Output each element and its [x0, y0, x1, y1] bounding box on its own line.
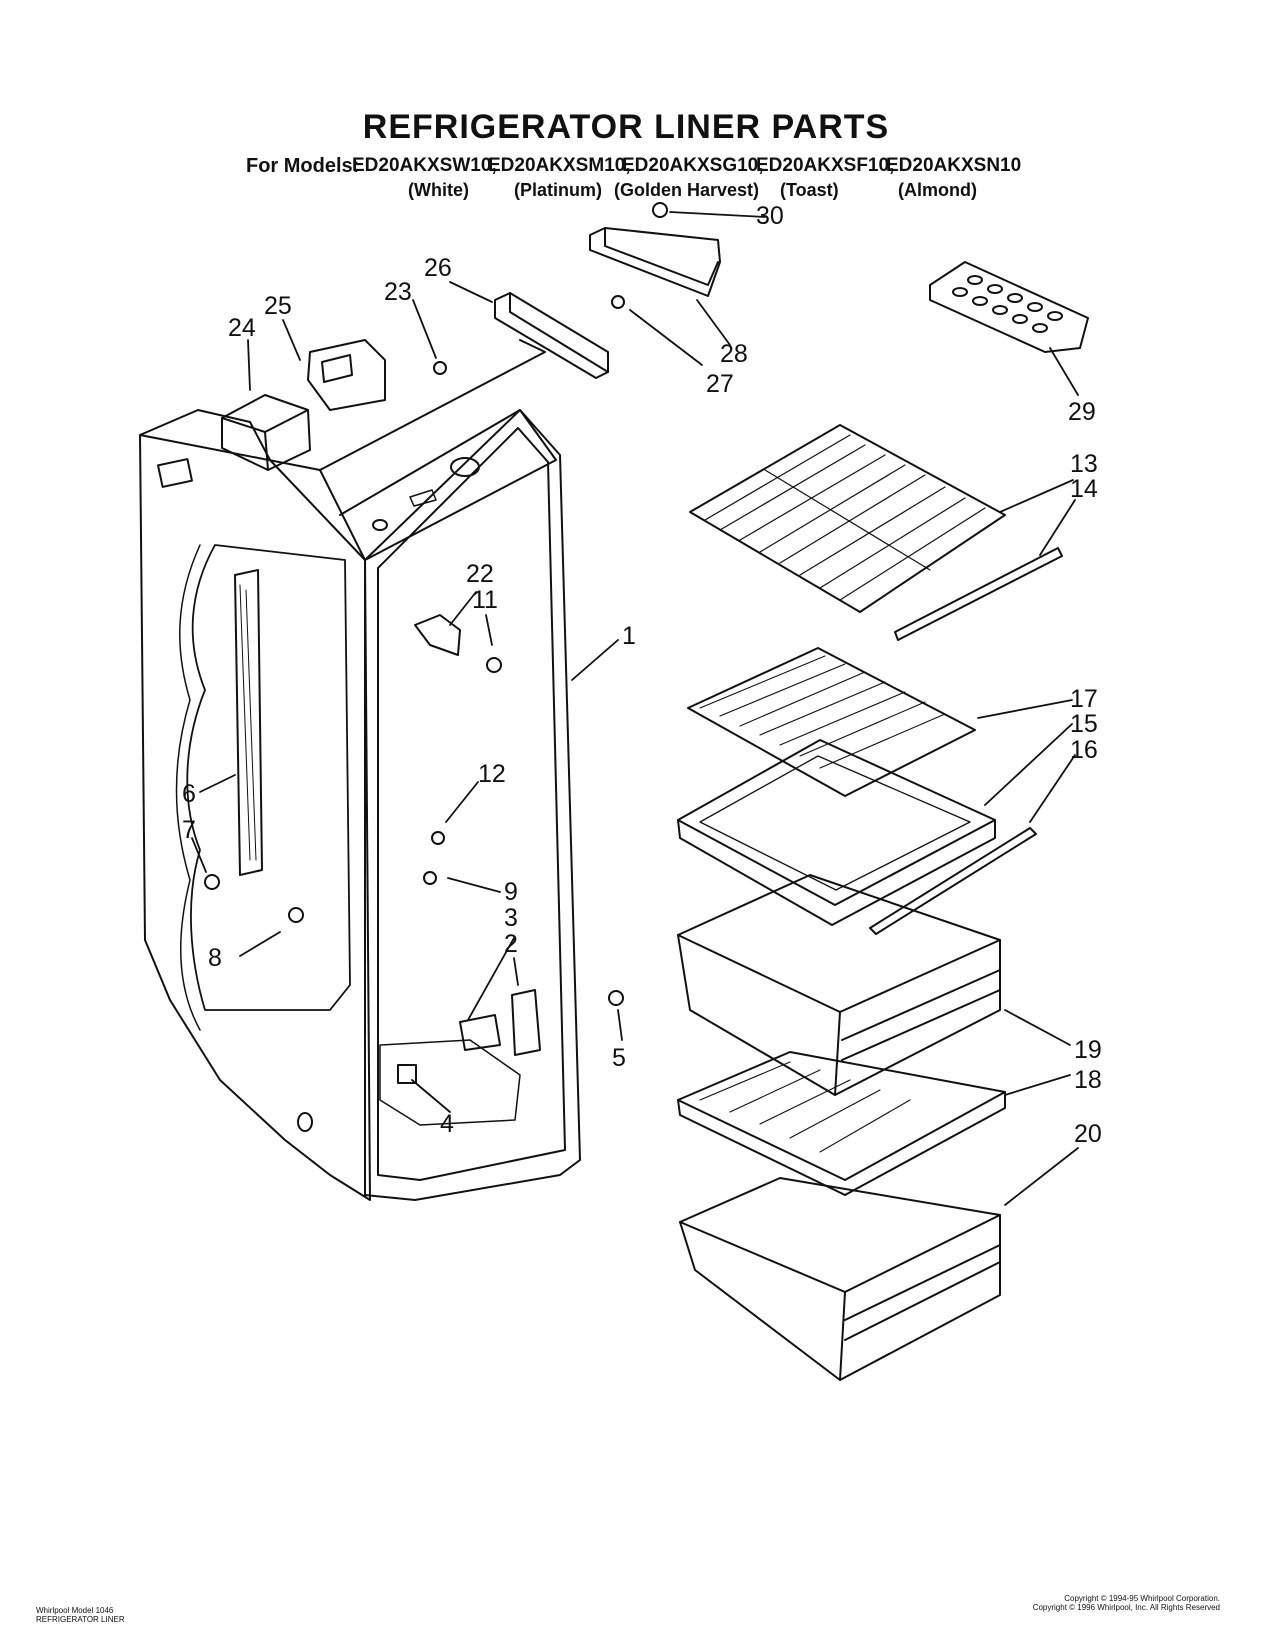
models-label: For Models:: [246, 155, 360, 177]
bracket-3: [459, 1014, 501, 1051]
callout-9: 9: [504, 878, 518, 906]
model-color: (Almond): [898, 180, 977, 200]
shelf-trim: [894, 547, 1063, 641]
callout-1: 1: [622, 622, 636, 650]
callout-12: 12: [478, 760, 506, 788]
callout-30: 30: [756, 202, 784, 230]
model-color: (Toast): [780, 180, 839, 200]
model-number: ED20AKXSN10: [886, 155, 1022, 176]
footer-copyright: Copyright © 1994-95 Whirlpool Corporatio…: [1032, 1594, 1220, 1612]
model-number: ED20AKXSG10,: [622, 155, 764, 176]
wire-shelf: [689, 424, 1063, 641]
callout-16: 16: [1070, 736, 1098, 764]
ice-tray: [929, 261, 1089, 353]
crisper-trim: [869, 827, 1037, 935]
light-shield: [494, 292, 609, 379]
callout-24: 24: [228, 314, 256, 342]
callout-25: 25: [264, 292, 292, 320]
crisper-drawer-19: [677, 874, 1001, 1096]
callout-5: 5: [612, 1044, 626, 1072]
callout-18: 18: [1074, 1066, 1102, 1094]
callout-26: 26: [424, 254, 452, 282]
crisper-cover-frame: [677, 739, 1037, 935]
callout-28: 28: [720, 340, 748, 368]
control-housing: [221, 339, 386, 471]
footer-left: Whirlpool Model 1046 REFRIGERATOR LINER: [36, 1606, 125, 1624]
leader-lines: [191, 211, 1079, 1206]
callout-2: 2: [504, 930, 518, 958]
callout-14: 14: [1070, 475, 1098, 503]
model-color: (Golden Harvest): [614, 180, 760, 200]
page-title: REFRIGERATOR LINER PARTS: [362, 108, 890, 146]
drain-4: [397, 1064, 417, 1084]
callout-8: 8: [208, 944, 222, 972]
model-color: (White): [408, 180, 469, 200]
callout-22: 22: [466, 560, 494, 588]
callout-7: 7: [182, 816, 196, 844]
model-number: ED20AKXSF10,: [756, 155, 895, 176]
callout-19: 19: [1074, 1036, 1102, 1064]
liner-cabinet: [139, 339, 581, 1201]
callout-6: 6: [182, 780, 196, 808]
evaporator-cover: [589, 227, 721, 297]
callout-4: 4: [440, 1110, 454, 1138]
callout-17: 17: [1070, 685, 1098, 713]
callout-3: 3: [504, 904, 518, 932]
callout-15: 15: [1070, 710, 1098, 738]
crisper-cover-18: [677, 1051, 1006, 1196]
bracket-2: [511, 989, 541, 1056]
glass-shelf: [687, 647, 976, 797]
callout-27: 27: [706, 370, 734, 398]
model-number: ED20AKXSM10,: [488, 155, 631, 176]
callout-13: 13: [1070, 450, 1098, 478]
callout-20: 20: [1074, 1120, 1102, 1148]
callout-29: 29: [1068, 398, 1096, 426]
screws: [204, 202, 668, 1006]
callout-23: 23: [384, 278, 412, 306]
bracket-22: [414, 614, 461, 656]
callout-11: 11: [472, 586, 498, 614]
crisper-drawer-20: [679, 1177, 1001, 1381]
model-color: (Platinum): [514, 180, 602, 200]
model-number: ED20AKXSW10,: [352, 155, 497, 176]
